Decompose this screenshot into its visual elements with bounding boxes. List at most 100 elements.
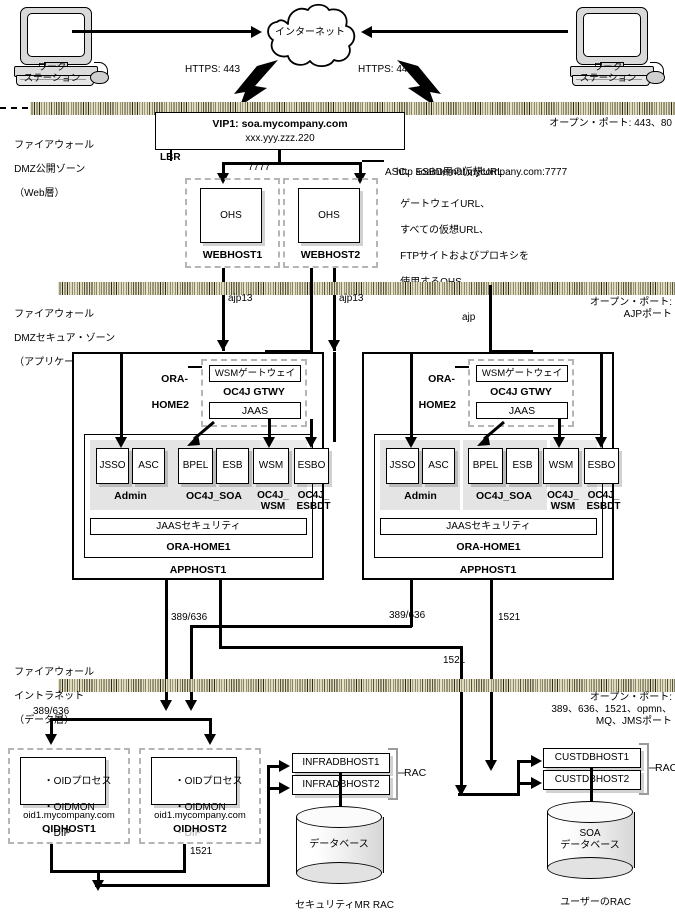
vip-address: xxx.yyy.zzz.220: [245, 133, 315, 144]
node1-jsso-box: JSSO: [96, 448, 129, 484]
node2-wsm-label: WSM: [548, 460, 574, 471]
web-port-label: 7777: [248, 162, 271, 173]
webhost2-to-app-arrow: [328, 340, 340, 351]
node1-gtwy-container: [201, 359, 307, 427]
open-ports-data-2: 389、636、1521、opmn、: [551, 704, 672, 715]
custdb-db-label-2: データベース: [560, 840, 620, 851]
node1-admin-feed-arrow: [115, 437, 127, 448]
node1-esbo-feed-arrow: [305, 437, 317, 448]
node1-asc-box: ASC: [132, 448, 165, 484]
infradb-db-label: データベース: [309, 839, 369, 850]
oidhost1-label: OIDHOST1: [42, 823, 96, 835]
oid1-out-line: [50, 844, 53, 872]
node2-jaas-box: JAAS: [476, 402, 568, 419]
webhost2-ohs-box: OHS: [298, 188, 360, 243]
webhost1-label: WEBHOST1: [202, 249, 263, 261]
oid-branch-right: [209, 718, 212, 736]
http-note: http soainternal.mycompany.com:7777: [385, 155, 567, 191]
node1-jaas-security-box: JAASセキュリティ: [90, 518, 307, 535]
infradb-rac-leader: [398, 772, 405, 774]
ldap-mid-connector: [219, 625, 222, 647]
node1-orahome1-label: ORA-HOME1: [166, 541, 231, 553]
open-ports-app-1: オープン・ポート:: [589, 297, 672, 308]
node2-orahome2-line1: ORA-: [428, 373, 455, 385]
vip-box: VIP1: soa.mycompany.com xxx.yyy.zzz.220: [155, 112, 405, 150]
mouse-cord: [94, 62, 108, 74]
node2-orahome2-label: ORA- HOME2: [407, 360, 456, 425]
node2-admin-feed-arrow: [405, 437, 417, 448]
zone-label-web: ファイアウォール DMZ公開ゾーン （Web層）: [3, 128, 94, 212]
node2-esbo-feed-arrow: [595, 437, 607, 448]
node1-admin-feed-line: [120, 352, 123, 442]
oidhost2-fqdn: oid1.mycompany.com: [154, 810, 246, 821]
zone-app-line2: DMZセキュア・ゾーン: [14, 333, 116, 344]
ldap-line-right-stem: [410, 580, 413, 627]
monitor-icon: [576, 7, 648, 65]
infradb-caption-1: セキュリティMR RAC: [295, 900, 394, 911]
ajp-label-3: ajp: [462, 312, 476, 323]
node1-bpel-box: BPEL: [178, 448, 213, 484]
workstation-left-label: ワーク ステーション: [6, 62, 98, 84]
node2-esb-label: ESB: [512, 460, 533, 471]
vip-stem: [278, 150, 281, 165]
node1-group-soa: OC4J_SOA: [185, 490, 243, 502]
infradb2-arrow: [279, 782, 290, 794]
custdbhost1-label: CUSTDBHOST1: [554, 752, 630, 763]
infradb1-feed: [267, 765, 283, 768]
custdbhost2-feed: [517, 782, 535, 785]
infradb-rac-label: RAC: [404, 767, 427, 779]
node1-jaas-box: JAAS: [209, 402, 301, 419]
oidhost1-proc-2: ・DIP: [43, 828, 71, 839]
oid-merge-drop: [97, 870, 100, 884]
webhost2-label: WEBHOST2: [300, 249, 361, 261]
node1-group-admin: Admin: [114, 490, 147, 502]
oidhost2-label: OIDHOST2: [173, 823, 227, 835]
custdb-to-cylinder-line: [590, 767, 593, 805]
ldap-label-right: 389/636: [389, 610, 426, 621]
ws-label-line2: ステーション: [23, 73, 81, 84]
oid-to-infradb-riser: [267, 765, 270, 886]
sql-line-right: [490, 580, 493, 768]
node2-jsso-box: JSSO: [386, 448, 419, 484]
internet-cloud-icon: インターネット: [255, 2, 365, 70]
node1-group-wsm: OC4J_ WSM: [257, 490, 289, 512]
node1-esbo-label: ESBO: [297, 460, 326, 471]
oidhost1-process-box: ・OIDプロセス ・OIDMON ・DIP: [20, 757, 111, 839]
ws-label-line1: ワーク: [37, 62, 67, 73]
firewall-dashed-left-web: [0, 107, 28, 109]
zone-web-line1: ファイアウォール: [14, 140, 95, 151]
ajp-gateway-bar-right: [489, 350, 533, 353]
node2-group-soa: OC4J_SOA: [475, 490, 533, 502]
infradb-cylinder-label: データベース: [296, 839, 382, 851]
http-note-rest: soainternal.mycompany.com:7777: [412, 167, 568, 178]
ldap-line-left2: [190, 625, 193, 708]
oidhost1-process-list: ・OIDプロセス ・OIDMON ・DIP: [27, 762, 112, 853]
oidhost1-proc-1: ・OIDMON: [43, 802, 95, 813]
oidhost1-proc-0: ・OIDプロセス: [43, 776, 112, 787]
node1-esbo-feed-line: [310, 419, 313, 441]
workstation-right-label: ワーク ステーション: [562, 62, 654, 84]
zone-data-line1: ファイアウォール: [14, 667, 95, 678]
internet-label: インターネット: [275, 27, 345, 38]
node1-orahome2-leader: [188, 366, 202, 368]
node1-jaas-label: JAAS: [241, 404, 269, 417]
screen-icon: [27, 13, 85, 57]
node1-esb-label: ESB: [222, 460, 243, 471]
node2-asc-label: ASC: [428, 460, 449, 471]
node2-gtwy-label: OC4J GTWY: [490, 386, 552, 398]
zone-label-data: ファイアウォール イントラネット （データ層）: [3, 655, 94, 739]
node1-wsm-feed-arrow: [263, 437, 275, 448]
webhost2-to-app-line: [333, 268, 336, 351]
zone-data-line2: イントラネット: [14, 691, 85, 702]
vip-branch-left: [222, 162, 225, 175]
node1-gtwy-label: OC4J GTWY: [223, 386, 285, 398]
node1-wsm-gateway-label: WSMゲートウェイ: [214, 367, 296, 379]
lbr-tick: [170, 150, 172, 161]
ohs-note-1: すべての仮想URL、: [400, 225, 490, 236]
firewall-band-data: [58, 679, 675, 692]
node1-orahome2-line1: ORA-: [161, 373, 188, 385]
node2-jsso-label: JSSO: [389, 460, 416, 471]
infradb2-feed: [267, 787, 283, 790]
zone-app-line3: （アプリケーション層）: [14, 357, 124, 368]
